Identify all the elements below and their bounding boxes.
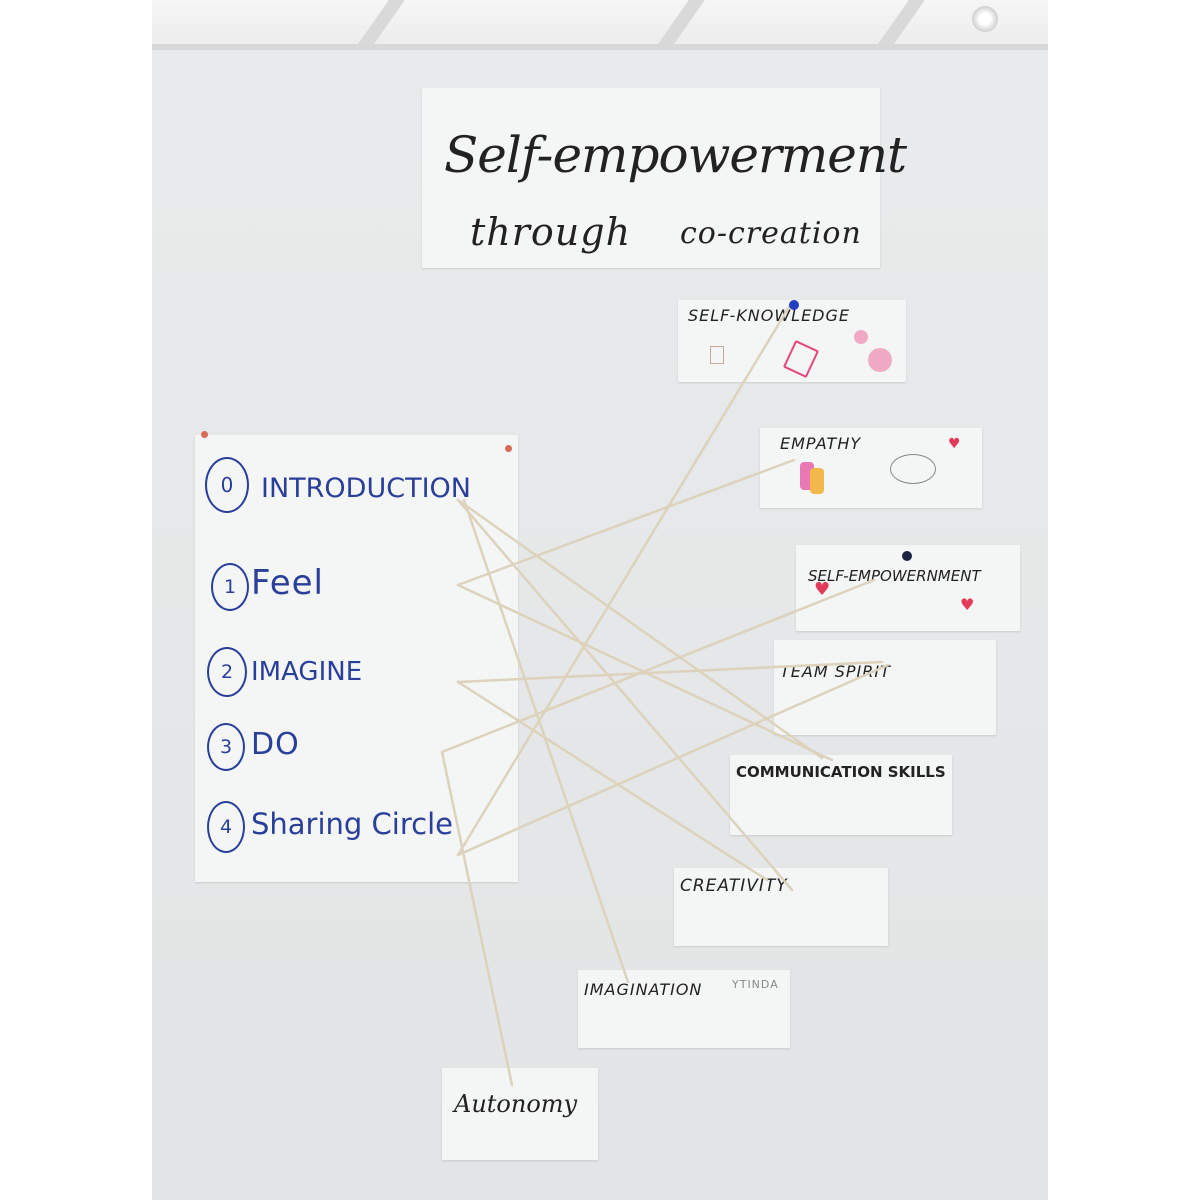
string-line (440, 750, 514, 1087)
string-line (456, 300, 794, 857)
title-paper: Self-empowerment through co-creation (422, 88, 907, 268)
heart-icon: ♥ (814, 579, 831, 600)
string-line (456, 458, 796, 587)
card-label: SELF-KNOWLEDGE (688, 306, 851, 325)
step-label: Sharing Circle (251, 807, 453, 841)
gear-doodle (868, 348, 892, 372)
heart-icon: ♥ (948, 436, 961, 452)
step-number-circle: 2 (207, 647, 247, 697)
hug-doodle (810, 468, 824, 494)
card-label: IMAGINATION (584, 980, 703, 999)
agenda-paper: 0 INTRODUCTION 1 Feel 2 IMAGINE 3 DO 4 S… (195, 431, 518, 882)
speech-bubble-doodle (890, 454, 936, 484)
title-line-1: Self-empowerment (444, 126, 907, 184)
card-label: EMPATHY (780, 434, 862, 453)
card-mirror-text: YTINDA (732, 978, 779, 991)
title-line-3: co-creation (680, 216, 862, 251)
pin-blue (789, 300, 799, 310)
pin-red (201, 431, 208, 438)
ceiling (152, 0, 1048, 48)
step-label: INTRODUCTION (261, 473, 471, 504)
string-line (462, 498, 630, 984)
string-line (440, 578, 876, 754)
string-line (456, 498, 824, 760)
card-label: COMMUNICATION SKILLS (736, 763, 946, 781)
step-number-circle: 0 (205, 457, 249, 513)
pin-navy (902, 551, 912, 561)
card-self-empowerment: SELF-EMPOWERNMENT ♥ ♥ (796, 545, 1020, 631)
string-line (456, 660, 884, 684)
card-creativity: CREATIVITY (674, 868, 888, 946)
string-line (456, 680, 769, 882)
step-label: IMAGINE (251, 657, 363, 687)
step-number-circle: 3 (207, 723, 245, 771)
card-label: CREATIVITY (680, 876, 788, 896)
string-line (456, 663, 890, 857)
card-team-spirit: TEAM SPIRIT (774, 640, 996, 735)
card-self-knowledge: SELF-KNOWLEDGE (678, 300, 906, 382)
ceiling-lamp (972, 6, 998, 32)
step-number-circle: 4 (207, 801, 245, 853)
string-lines (440, 300, 890, 1087)
cup-doodle (710, 346, 724, 364)
step-number-circle: 1 (211, 563, 249, 611)
card-imagination: IMAGINATION YTINDA (578, 970, 790, 1048)
whiteboard: Self-empowerment through co-creation 0 I… (152, 0, 1048, 1200)
gear-doodle (854, 330, 868, 344)
title-line-2: through (470, 210, 632, 254)
step-label: DO (251, 727, 300, 762)
card-label: SELF-EMPOWERNMENT (808, 567, 981, 585)
board-top-edge (152, 44, 1048, 50)
card-autonomy: Autonomy (442, 1068, 598, 1160)
heart-icon: ♥ (960, 595, 975, 614)
card-empathy: EMPATHY ♥ (760, 428, 982, 508)
step-label: Feel (251, 563, 324, 603)
card-label: Autonomy (454, 1090, 578, 1118)
card-communication-skills: COMMUNICATION SKILLS (730, 755, 952, 835)
pin-red (505, 445, 512, 452)
